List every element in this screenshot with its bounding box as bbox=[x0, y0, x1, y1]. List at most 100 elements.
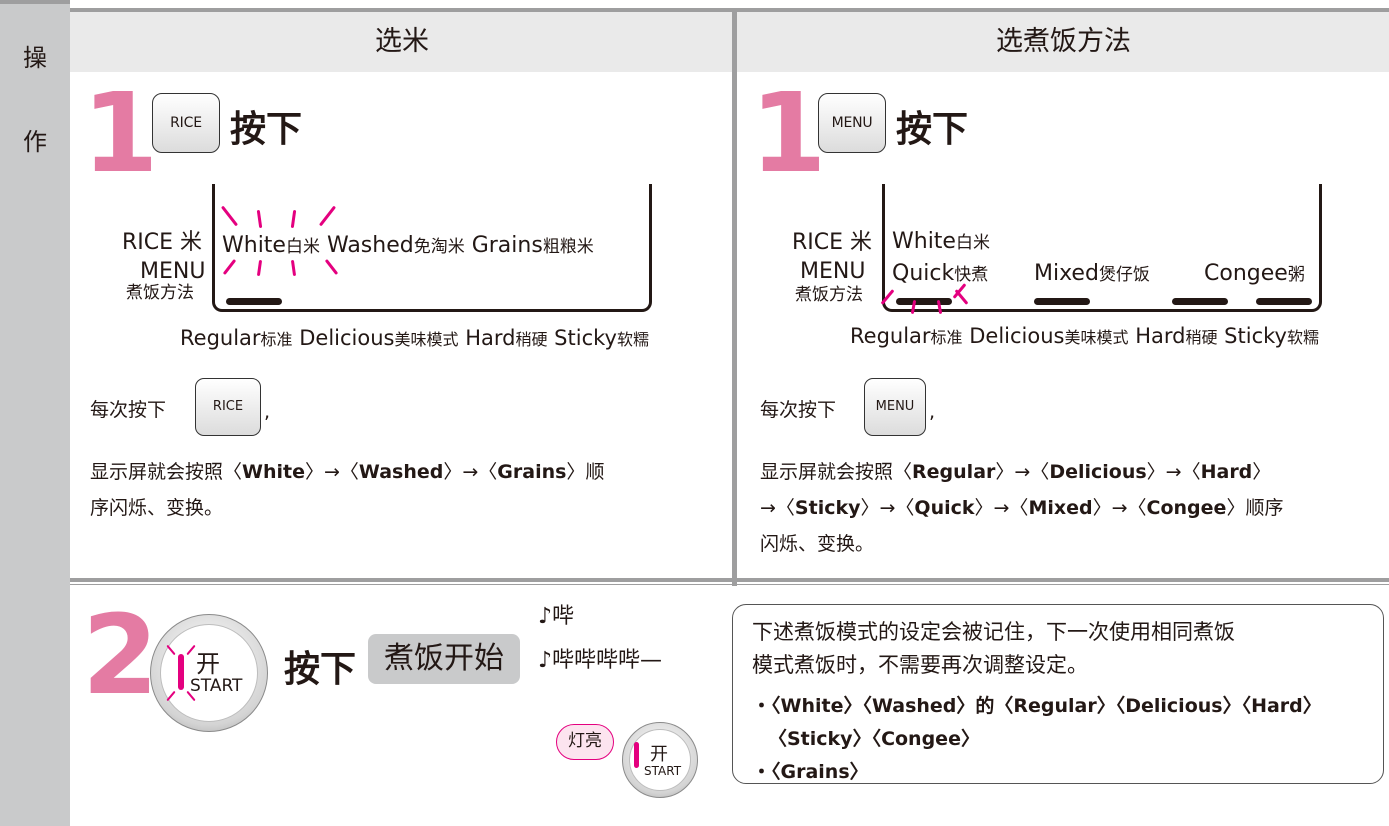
press-label-right: 按下 bbox=[896, 109, 969, 150]
seq-white: White bbox=[242, 461, 305, 483]
white-option-right-zh: 白米 bbox=[955, 233, 990, 253]
description-right-line2: →〈Sticky〉→〈Quick〉→〈Mixed〉→〈Congee〉顺序 bbox=[760, 497, 1284, 519]
sidebar bbox=[0, 0, 70, 826]
seq-regular: Regular bbox=[912, 461, 996, 483]
menu-option-quick: Quick bbox=[892, 261, 955, 286]
small-start-en: START bbox=[644, 764, 682, 778]
mode-regular-r: Regular bbox=[850, 324, 931, 348]
mode-regular-r-zh: 标准 bbox=[930, 328, 963, 347]
lcd-bar-delicious bbox=[1034, 298, 1090, 305]
mode-hard-zh: 稍硬 bbox=[515, 330, 548, 349]
description-right-line3: 闪烁、变换。 bbox=[760, 533, 875, 555]
note-line-2: 模式煮饭时，不需要再次调整设定。 bbox=[752, 653, 1088, 677]
lcd-label-method-right: 煮饭方法 bbox=[795, 285, 863, 305]
mode-regular-zh: 标准 bbox=[260, 330, 293, 349]
start-label-en: START bbox=[190, 676, 243, 696]
each-press-text-right: 每次按下 bbox=[760, 399, 837, 421]
lcd-label-method: 煮饭方法 bbox=[126, 283, 194, 303]
note-bullet-1-line-1: ・〈White〉〈Washed〉的〈Regular〉〈Delicious〉〈Ha… bbox=[752, 695, 1322, 717]
seq-washed: Washed bbox=[358, 461, 444, 483]
row-divider-top bbox=[70, 578, 1389, 582]
rice-option-grains: Grains bbox=[471, 233, 543, 258]
small-indicator-light bbox=[634, 742, 639, 768]
menu-option-congee-zh: 粥 bbox=[1287, 265, 1305, 285]
each-press-text-left: 每次按下 bbox=[90, 399, 167, 421]
column-title-left: 选米 bbox=[375, 26, 429, 57]
comma-right: , bbox=[929, 401, 936, 423]
rice-button-inline[interactable]: RICE bbox=[195, 378, 261, 436]
menu-option-quick-zh: 快煮 bbox=[954, 265, 989, 285]
description-left-line2: 序闪烁、变换。 bbox=[90, 497, 224, 519]
desc-suffix: 顺 bbox=[585, 461, 605, 483]
column-divider bbox=[732, 8, 737, 586]
rice-option-washed-zh: 免淘米 bbox=[413, 237, 465, 257]
start-indicator-light bbox=[178, 654, 184, 690]
mode-labels-right: Regular标准 Delicious美味模式 Hard稍硬 Sticky软糯 bbox=[850, 324, 1319, 348]
note-bullet-1-line-2: 〈Sticky〉〈Congee〉 bbox=[768, 728, 980, 750]
lcd-label-menu: MENU bbox=[140, 259, 206, 284]
step-number-1-right: 1 bbox=[750, 69, 827, 197]
menu-option-mixed-zh: 煲仔饭 bbox=[1098, 265, 1150, 285]
mode-delicious-r-zh: 美味模式 bbox=[1064, 328, 1129, 347]
lcd-bar-hard bbox=[1172, 298, 1228, 305]
lcd-mode-bar-left bbox=[226, 298, 282, 305]
row-divider-bottom bbox=[70, 584, 1389, 585]
lcd-bar-regular bbox=[896, 298, 952, 305]
desc-suffix-right: 顺序 bbox=[1245, 497, 1284, 519]
comma-left: , bbox=[264, 401, 271, 423]
mode-hard: Hard bbox=[465, 326, 516, 350]
small-start-zh: 开 bbox=[650, 744, 668, 765]
lcd-menu-option-mixed: Mixed煲仔饭 bbox=[1034, 260, 1150, 286]
menu-option-congee: Congee bbox=[1204, 261, 1288, 286]
mode-sticky-r-zh: 软糯 bbox=[1286, 328, 1319, 347]
lcd-bar-sticky bbox=[1256, 298, 1312, 305]
mode-sticky-r: Sticky bbox=[1224, 324, 1287, 348]
note-bullet-2: ・〈Grains〉 bbox=[752, 761, 869, 783]
lcd-panel-right bbox=[882, 184, 1322, 312]
start-label-zh: 开 bbox=[196, 650, 220, 678]
menu-button-inline[interactable]: MENU bbox=[864, 378, 926, 436]
seq-sticky: Sticky bbox=[794, 497, 861, 519]
sidebar-label-1: 操 bbox=[23, 44, 47, 72]
mode-regular: Regular bbox=[180, 326, 261, 350]
mode-sticky: Sticky bbox=[554, 326, 617, 350]
rice-option-grains-zh: 粗粮米 bbox=[542, 237, 594, 257]
light-on-bubble: 灯亮 bbox=[556, 724, 614, 760]
start-button-face bbox=[160, 624, 258, 722]
rice-option-white-zh: 白米 bbox=[285, 237, 320, 257]
lcd-panel-left bbox=[212, 184, 652, 312]
rice-option-white: White bbox=[222, 233, 286, 258]
lcd-label-rice-right: RICE 米 bbox=[792, 230, 873, 255]
menu-option-mixed: Mixed bbox=[1034, 261, 1099, 286]
press-label-step2: 按下 bbox=[284, 649, 357, 690]
press-label-left: 按下 bbox=[230, 109, 303, 150]
lcd-menu-option-congee: Congee粥 bbox=[1204, 260, 1305, 286]
lcd-white-right: White白米 bbox=[892, 228, 990, 254]
note-line-1: 下述煮饭模式的设定会被记住，下一次使用相同煮饭 bbox=[752, 620, 1235, 644]
memory-note-box bbox=[732, 604, 1384, 784]
beep-short: ♪哔 bbox=[538, 604, 575, 629]
lcd-label-rice: RICE 米 bbox=[122, 230, 203, 255]
seq-mixed: Mixed bbox=[1028, 497, 1093, 519]
beep-long: ♪哔哔哔哔— bbox=[538, 648, 663, 673]
menu-button[interactable]: MENU bbox=[818, 93, 886, 153]
mode-delicious: Delicious bbox=[299, 326, 395, 350]
mode-hard-r: Hard bbox=[1135, 324, 1186, 348]
header-band bbox=[70, 12, 1389, 72]
seq-congee: Congee bbox=[1146, 497, 1227, 519]
seq-delicious: Delicious bbox=[1049, 461, 1147, 483]
mode-delicious-zh: 美味模式 bbox=[394, 330, 459, 349]
step-number-2: 2 bbox=[82, 591, 159, 719]
seq-grains: Grains bbox=[497, 461, 567, 483]
top-rule bbox=[70, 8, 1389, 12]
description-left-line1: 显示屏就会按照〈White〉→〈Washed〉→〈Grains〉顺 bbox=[90, 461, 605, 483]
mode-delicious-r: Delicious bbox=[969, 324, 1065, 348]
lcd-label-menu-right: MENU bbox=[800, 259, 866, 284]
seq-quick: Quick bbox=[914, 497, 975, 519]
lcd-menu-option-quick: Quick快煮 bbox=[892, 260, 988, 286]
rice-button[interactable]: RICE bbox=[152, 93, 220, 153]
sidebar-label-2: 作 bbox=[23, 128, 47, 156]
lcd-rice-options: White白米 Washed免淘米 Grains粗粮米 bbox=[222, 232, 594, 258]
mode-labels-left: Regular标准 Delicious美味模式 Hard稍硬 Sticky软糯 bbox=[180, 326, 649, 350]
step-number-1-left: 1 bbox=[82, 69, 159, 197]
